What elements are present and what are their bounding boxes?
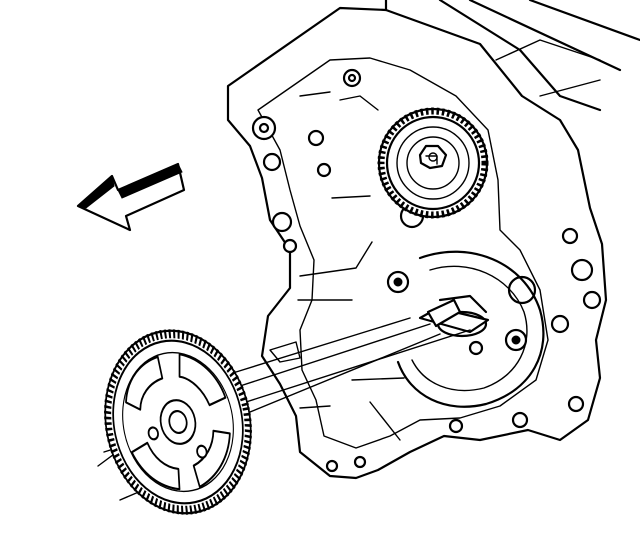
camshaft-gear (377, 107, 489, 219)
idler-mount-area (386, 250, 545, 408)
direction-arrow-icon (76, 162, 186, 232)
idler-gear (104, 329, 252, 515)
engine-block (226, 0, 640, 480)
